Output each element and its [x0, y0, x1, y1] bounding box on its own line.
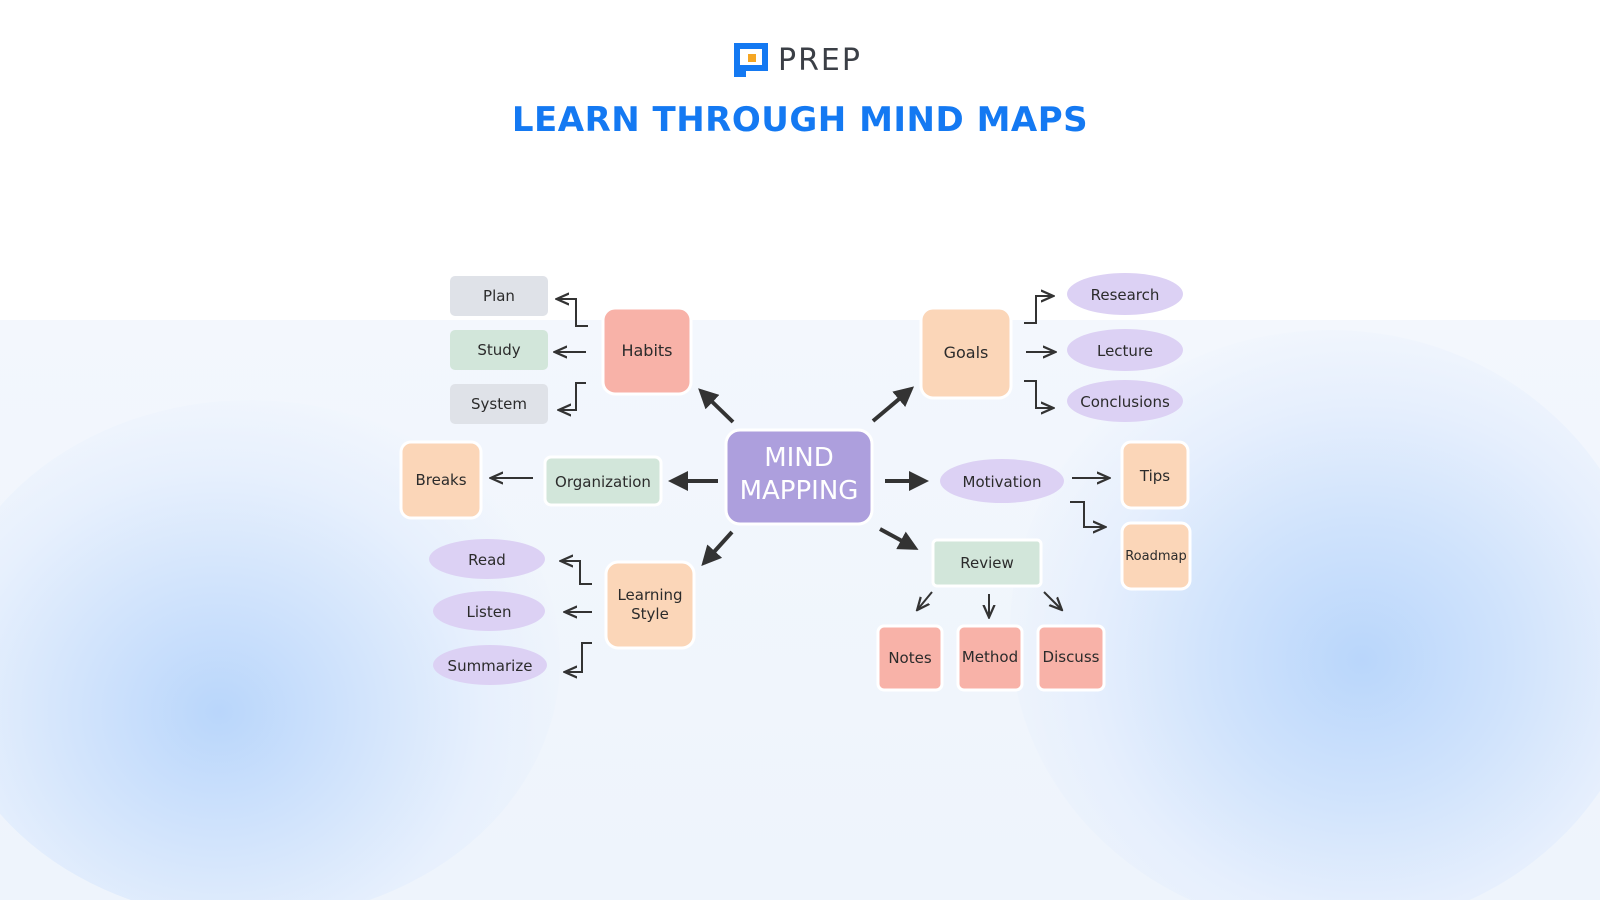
center-node: MIND MAPPING — [724, 428, 874, 526]
prep-logo-icon — [734, 43, 768, 77]
review-child-notes: Notes — [876, 624, 944, 692]
learning-child-read: Read — [429, 539, 545, 579]
learning-child-summarize: Summarize — [433, 645, 547, 685]
motivation-label: Motivation — [963, 473, 1042, 491]
review-child-notes-label: Notes — [888, 649, 932, 667]
page-title: LEARN THROUGH MIND MAPS — [511, 100, 1089, 140]
organization-label: Organization — [555, 473, 651, 491]
review-child-discuss: Discuss — [1036, 624, 1106, 692]
habits-child-plan-label: Plan — [483, 287, 515, 305]
goals-child-lecture-label: Lecture — [1097, 342, 1153, 360]
habits-child-plan: Plan — [450, 276, 548, 316]
brand-name: PREP — [778, 42, 862, 78]
brand-logo: PREP — [732, 40, 862, 80]
center-node-box — [724, 428, 874, 526]
learning-style-arrows — [562, 561, 592, 672]
habits-label: Habits — [621, 341, 672, 360]
review-arrows — [918, 591, 1061, 616]
motivation-child-roadmap-label: Roadmap — [1125, 549, 1187, 564]
review-child-method: Method — [956, 624, 1024, 692]
arrow-to-review — [879, 527, 919, 550]
goals-child-research-label: Research — [1091, 286, 1160, 304]
motivation-arrows — [1070, 478, 1108, 527]
learning-child-read-label: Read — [468, 551, 506, 569]
arrow-to-goals — [871, 386, 915, 423]
goals-node: Goals — [919, 306, 1013, 400]
learning-child-summarize-label: Summarize — [448, 657, 533, 675]
learning-style-line2: Style — [631, 605, 669, 623]
motivation-child-roadmap: Roadmap — [1120, 521, 1192, 591]
learning-style-line1: Learning — [617, 586, 682, 604]
center-node-line2: MAPPING — [740, 476, 859, 506]
arrow-to-learning-style — [701, 530, 734, 566]
habits-node: Habits — [601, 306, 693, 396]
goals-child-lecture: Lecture — [1067, 329, 1183, 371]
learning-child-listen: Listen — [433, 591, 545, 631]
center-arrows — [668, 386, 929, 566]
review-node: Review — [931, 538, 1043, 588]
review-child-discuss-label: Discuss — [1043, 648, 1100, 666]
review-label: Review — [960, 554, 1014, 572]
arrow-to-habits — [698, 388, 735, 424]
habits-child-study-label: Study — [477, 341, 520, 359]
organization-child-breaks-label: Breaks — [415, 471, 466, 489]
habits-child-system: System — [450, 384, 548, 424]
goals-child-conclusions: Conclusions — [1067, 380, 1183, 422]
goals-child-conclusions-label: Conclusions — [1080, 393, 1170, 411]
organization-node: Organization — [543, 455, 663, 507]
motivation-child-tips-label: Tips — [1139, 467, 1170, 485]
organization-child-breaks: Breaks — [399, 440, 483, 520]
center-node-line1: MIND — [764, 443, 834, 473]
goals-label: Goals — [944, 343, 989, 362]
review-child-method-label: Method — [962, 648, 1018, 666]
background-glow-right — [1010, 330, 1600, 900]
habits-child-study: Study — [450, 330, 548, 370]
learning-child-listen-label: Listen — [467, 603, 512, 621]
goals-arrows — [1024, 296, 1054, 408]
habits-child-system-label: System — [471, 395, 527, 413]
motivation-child-tips: Tips — [1120, 440, 1190, 510]
learning-style-node: Learning Style — [604, 560, 696, 650]
habits-arrows — [556, 299, 588, 410]
motivation-node: Motivation — [940, 459, 1064, 503]
goals-child-research: Research — [1067, 273, 1183, 315]
